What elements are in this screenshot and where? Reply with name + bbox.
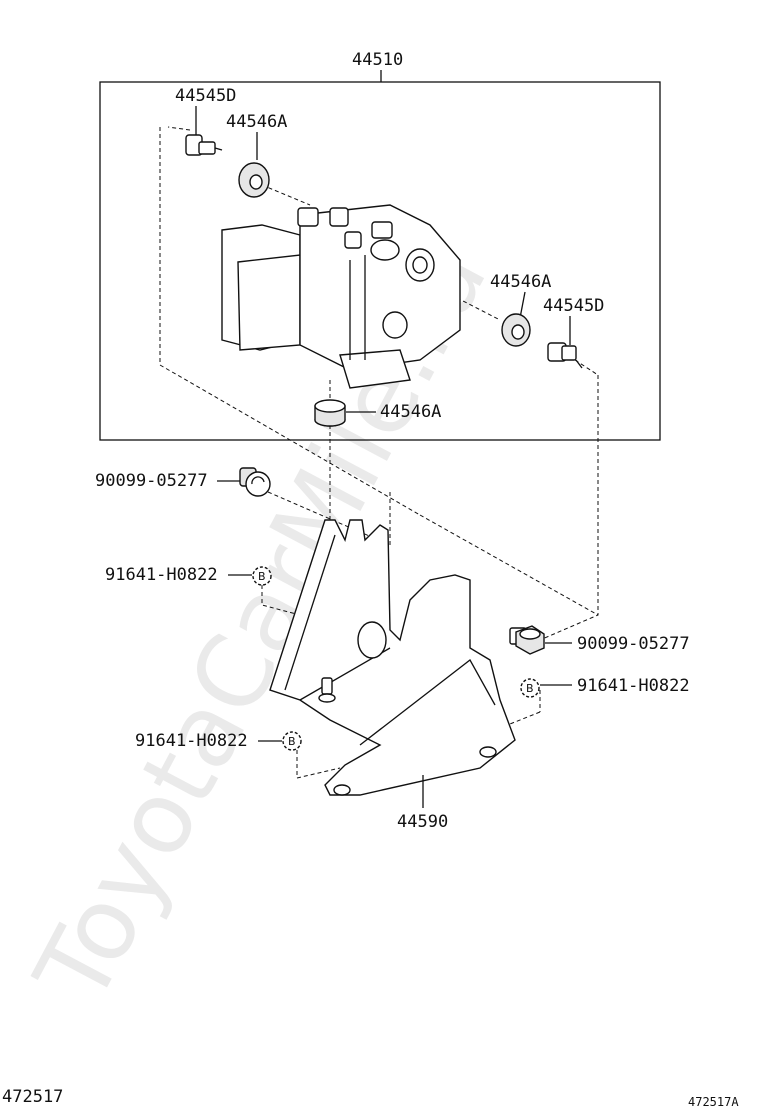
label-cushion-top[interactable]: 44546A xyxy=(226,112,287,132)
bolt-icon-right[interactable] xyxy=(547,342,583,369)
label-assembly[interactable]: 44510 xyxy=(352,50,403,70)
svg-text:B: B xyxy=(258,570,266,583)
stud-marker-bottom[interactable]: B xyxy=(282,731,302,751)
bracket-part[interactable] xyxy=(269,519,516,796)
cushion-icon-bottom[interactable] xyxy=(314,399,346,427)
label-cushion-right[interactable]: 44546A xyxy=(490,272,551,292)
label-bolt-top-left[interactable]: 44545D xyxy=(175,86,236,106)
label-cushion-bottom[interactable]: 44546A xyxy=(380,402,441,422)
cushion-icon-top[interactable] xyxy=(238,162,270,198)
bolt-icon-bracket-right[interactable] xyxy=(509,625,545,655)
cushion-icon-right[interactable] xyxy=(501,313,531,347)
actuator-assembly[interactable] xyxy=(221,204,461,389)
label-bolt-bracket-left[interactable]: 90099-05277 xyxy=(95,471,208,491)
svg-text:B: B xyxy=(288,735,296,748)
label-stud-left[interactable]: 91641-H0822 xyxy=(105,565,218,585)
stud-marker-left[interactable]: B xyxy=(252,566,272,586)
label-bracket[interactable]: 44590 xyxy=(397,812,448,832)
bolt-icon-top-left[interactable] xyxy=(185,134,223,156)
label-bolt-right[interactable]: 44545D xyxy=(543,296,604,316)
footer-code-right: 472517A xyxy=(688,1095,739,1109)
label-stud-bottom[interactable]: 91641-H0822 xyxy=(135,731,248,751)
assembly-frame xyxy=(99,81,661,441)
svg-text:B: B xyxy=(526,682,534,695)
stud-marker-right[interactable]: B xyxy=(520,678,540,698)
label-stud-right[interactable]: 91641-H0822 xyxy=(577,676,690,696)
label-bolt-bracket-right[interactable]: 90099-05277 xyxy=(577,634,690,654)
bolt-icon-bracket-left[interactable] xyxy=(239,467,271,497)
footer-code-left: 472517 xyxy=(2,1087,63,1107)
